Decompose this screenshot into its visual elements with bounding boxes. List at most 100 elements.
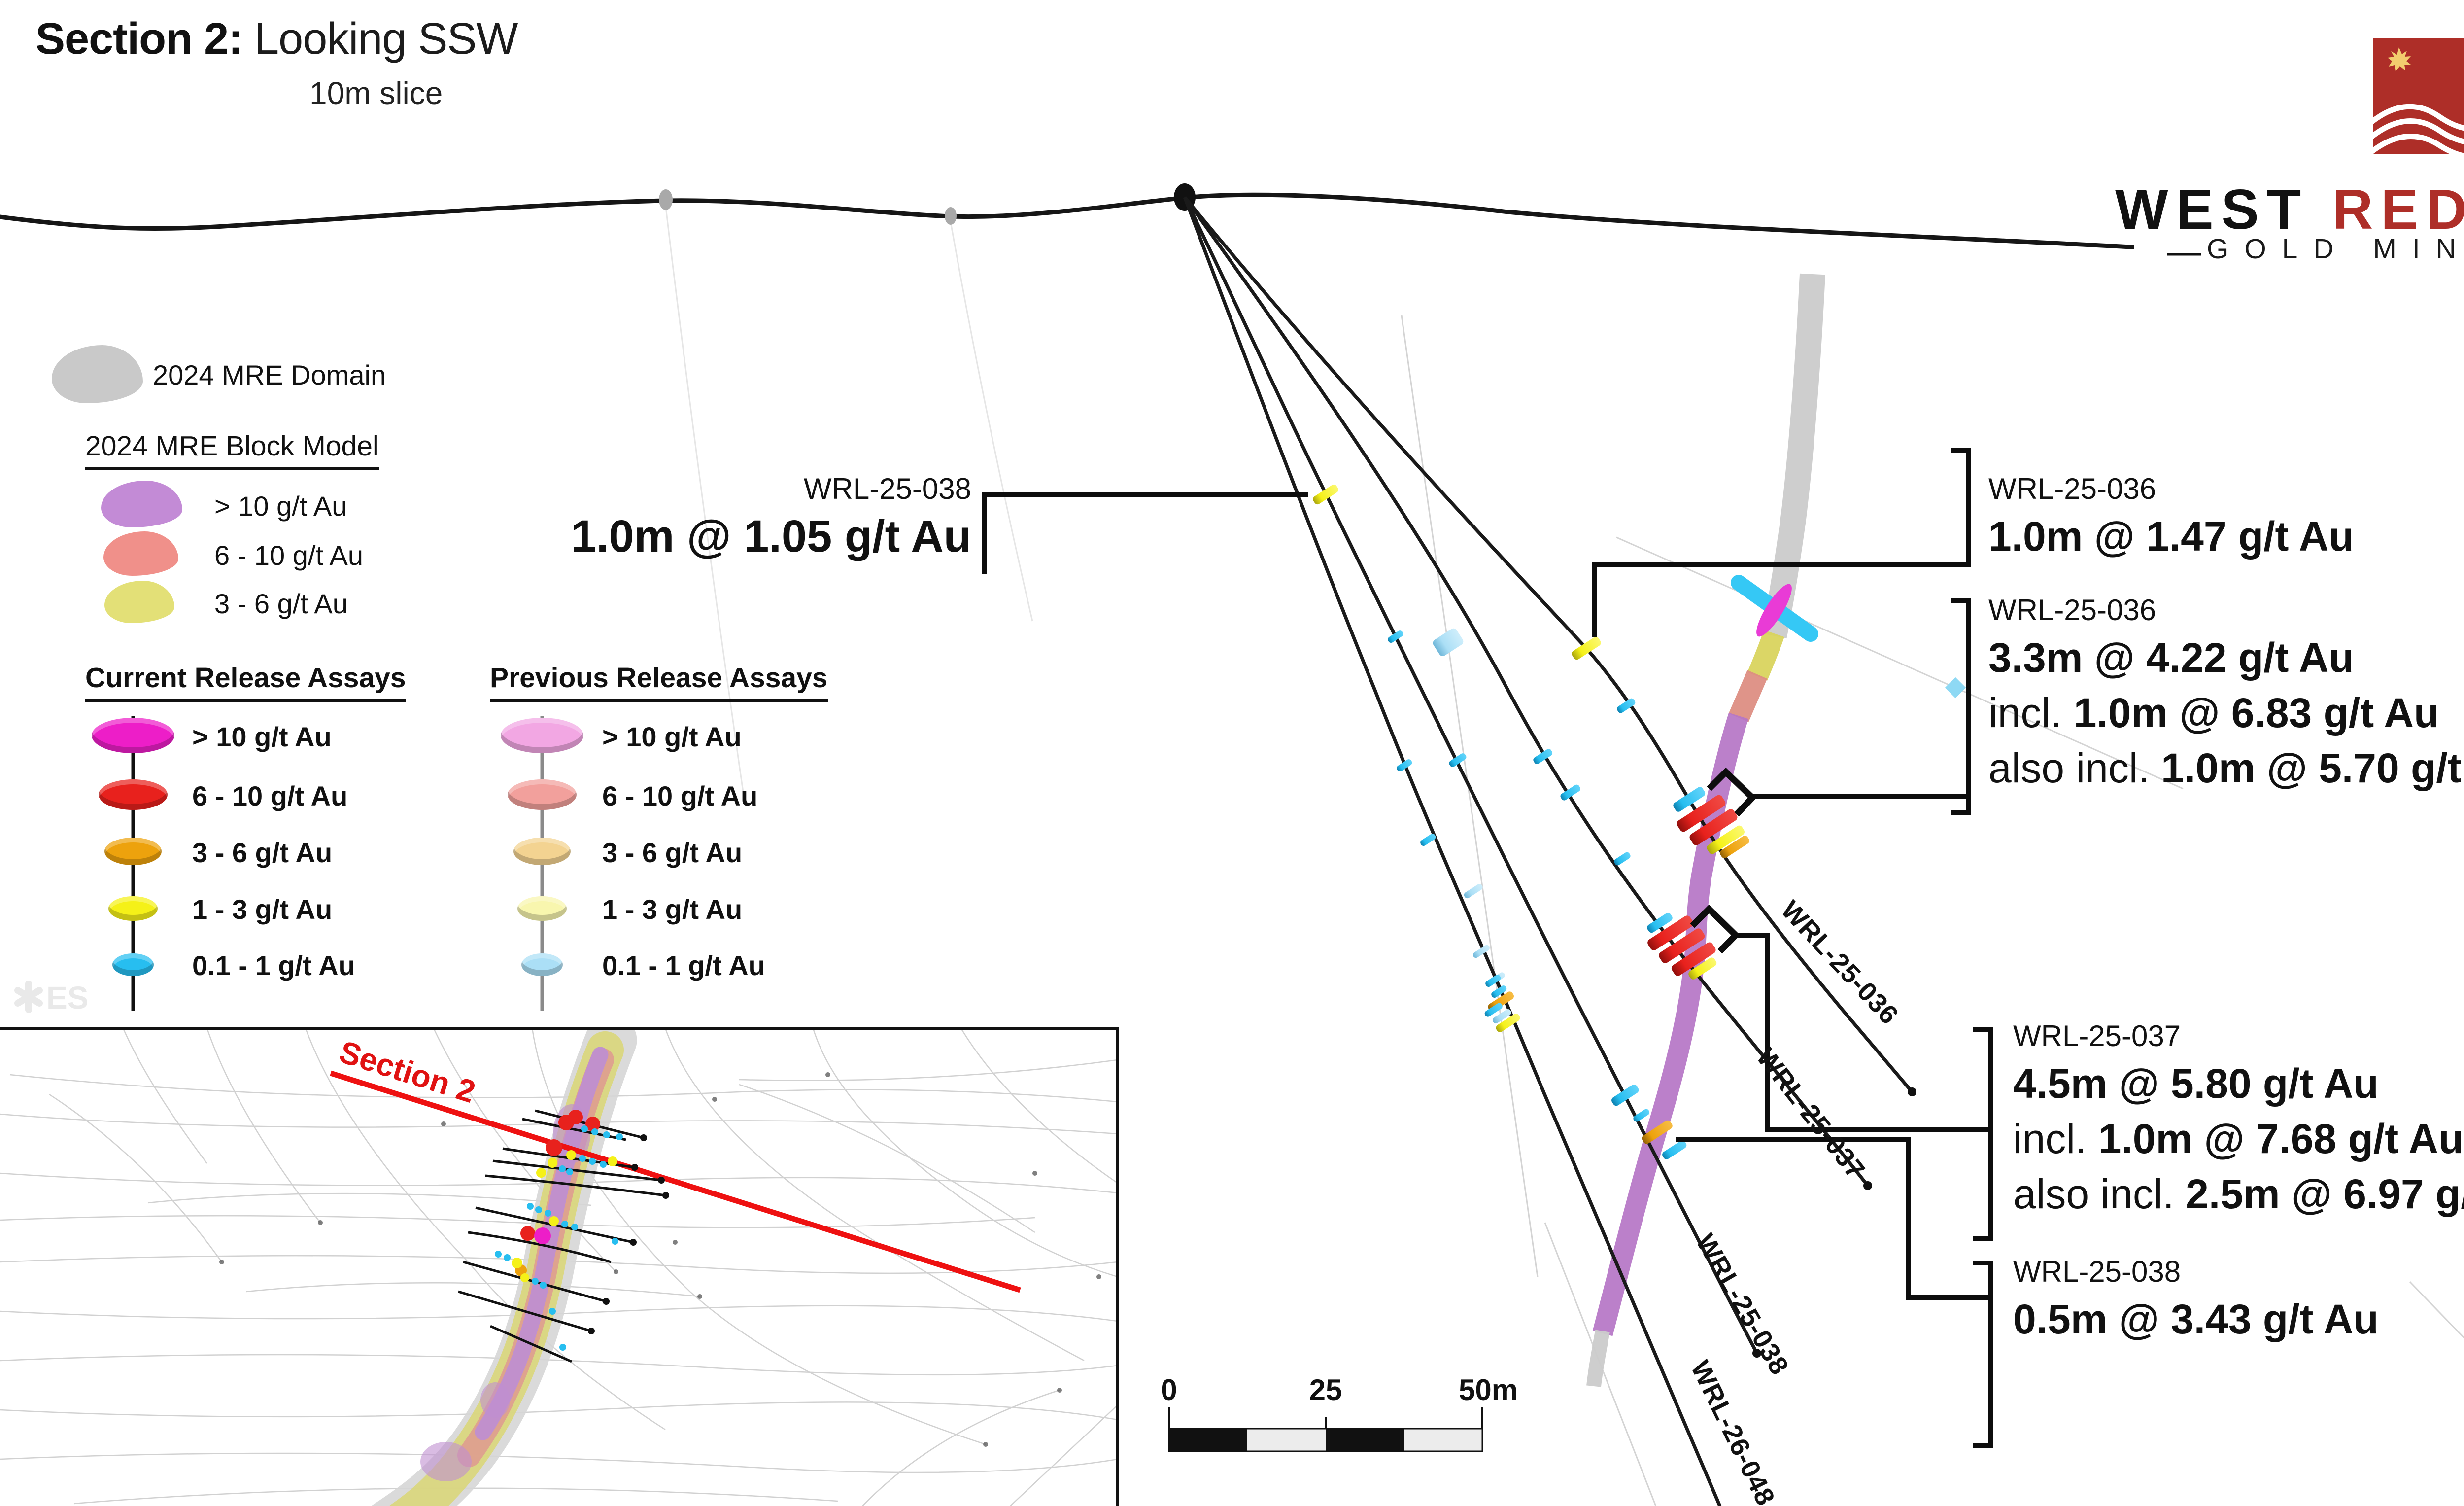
assay-disks [1313,484,1749,1159]
inset-faint-traces [0,1028,1118,1506]
faint-drill-traces [665,207,2464,1506]
page-subtitle: 10m slice [309,75,443,111]
block-swatch-3-6 [104,581,174,623]
drill-trace-wrl-25-037 [1183,196,1869,1187]
current-puck-1-3 [108,896,158,921]
trace-label-wrl-25-038: WRL-25-038 [1690,1229,1795,1380]
annotation-grade: 0.5m @ 3.43 g/t Au [2013,1296,2379,1342]
previous-assays-title: Previous Release Assays [490,662,828,702]
drill-traces [1183,196,1914,1506]
scale-bar: 0 25 50m [1161,1373,1518,1452]
logo [2134,38,2464,283]
scale-label-25: 25 [1309,1373,1342,1406]
title-section: Section 2: [35,14,243,64]
inset-map: Section 2 [0,1027,1119,1506]
previous-puck-3-6 [513,838,571,865]
logo-wordmark: WEST RED LAKE [2115,177,2464,242]
logo-west: WEST [2115,178,2332,241]
block-label-gt10: > 10 g/t Au [214,490,347,522]
annotation-hole-id: WRL-25-038 [803,472,971,505]
annotation-wrl-25-038-upper: WRL-25-038 1.0m @ 1.05 g/t Au [571,469,971,564]
annotation-wrl-25-036-main: WRL-25-036 3.3m @ 4.22 g/t Au incl. 1.0m… [1988,591,2464,796]
previous-puck-gt10 [501,718,583,753]
inset-trace-toes [588,1134,669,1334]
inset-section-line [330,1070,1021,1293]
previous-label-1-3: 1 - 3 g/t Au [602,894,743,925]
scale-label-0: 0 [1161,1373,1177,1406]
annotation-grade-also-incl: also incl. 1.0m @ 5.70 g/t Au [1988,745,2464,791]
current-label-6-10: 6 - 10 g/t Au [192,780,348,811]
inset-faint-toe-dots [219,1072,1101,1447]
block-model-title: 2024 MRE Block Model [85,430,379,470]
drill-trace-wrl-26-048 [1183,196,1722,1506]
block-swatch-gt10 [101,481,182,527]
high-grade-cross-marker [1731,575,1818,642]
annotation-grade-incl: incl. 1.0m @ 7.68 g/t Au [2013,1116,2464,1162]
current-puck-gt10 [92,718,174,753]
inset-assay-dots [495,1110,623,1351]
watermark-text: ES [46,980,88,1016]
previous-label-01-1: 0.1 - 1 g/t Au [602,950,765,981]
annotation-grade: 3.3m @ 4.22 g/t Au [1988,634,2354,681]
annotation-wrl-25-037: WRL-25-037 4.5m @ 5.80 g/t Au incl. 1.0m… [2013,1016,2464,1222]
bracket-a5 [1973,1261,1993,1448]
current-assays-title: Current Release Assays [85,662,406,702]
leader-a1 [982,492,1308,574]
drill-trace-wrl-25-036 [1183,196,1914,1093]
current-puck-01-1 [112,953,154,976]
annotation-wrl-25-036-first: WRL-25-036 1.0m @ 1.47 g/t Au [1988,469,2354,564]
trace-label-wrl-25-036: WRL-25-036 [1775,895,1904,1030]
annotation-grade: 1.0m @ 1.05 g/t Au [571,511,971,561]
leader-a4 [1737,933,1991,1132]
mre-domain-label: 2024 MRE Domain [153,359,386,390]
annotation-grade-also-incl: also incl. 2.5m @ 6.97 g/t Au [2013,1171,2464,1217]
topography-line [0,183,2179,252]
chevron-036 [1707,767,1757,817]
annotation-hole-id: WRL-25-036 [1988,594,2156,627]
maple-leaf-icon [2388,47,2411,71]
block-label-6-10: 6 - 10 g/t Au [214,540,363,571]
previous-label-6-10: 6 - 10 g/t Au [602,780,758,811]
drill-trace-wrl-25-038 [1183,196,1759,1354]
mre-domain-swatch [52,345,143,403]
annotation-grade: 4.5m @ 5.80 g/t Au [2013,1060,2379,1107]
previous-puck-01-1 [521,953,563,976]
scale-label-50m: 50m [1459,1373,1518,1406]
previous-label-gt10: > 10 g/t Au [602,721,742,752]
collar-dot-gray-2 [945,207,957,225]
current-label-gt10: > 10 g/t Au [192,721,332,752]
logo-tagline: GOLD MINES [2207,233,2464,265]
drill-trace-labels: WRL-25-036 WRL-25-037 WRL-25-038 WRL-26-… [1685,895,1904,1506]
inset-border [0,1027,1119,1506]
current-label-1-3: 1 - 3 g/t Au [192,894,333,925]
pale-cyan-diamond-marker [1945,677,1966,699]
current-label-3-6: 3 - 6 g/t Au [192,837,333,868]
annotation-grade: 1.0m @ 1.47 g/t Au [1988,513,2354,560]
previous-puck-6-10 [508,779,577,810]
bracket-a3 [1951,598,1971,815]
annotation-grade-incl: incl. 1.0m @ 6.83 g/t Au [1988,690,2439,736]
annotation-wrl-25-038-lower: WRL-25-038 0.5m @ 3.43 g/t Au [2013,1252,2379,1347]
chevron-037 [1690,904,1741,954]
current-puck-6-10 [99,779,168,810]
bracket-a4 [1973,1027,1993,1241]
title-looking: Looking SSW [242,14,518,64]
annotation-leaders [982,448,1993,1448]
leader-a5 [1676,1137,1991,1300]
drill-trace-toes [1752,1087,1916,1358]
current-label-01-1: 0.1 - 1 g/t Au [192,950,355,981]
watermark: ES [14,980,88,1016]
leader-a2 [1592,448,1971,637]
annotation-hole-id: WRL-25-037 [2013,1019,2181,1052]
annotation-hole-id: WRL-25-036 [1988,472,2156,505]
block-label-3-6: 3 - 6 g/t Au [214,588,348,619]
logo-red-word: RED [2332,178,2464,241]
current-puck-3-6 [104,838,162,865]
page-title: Section 2: Looking SSW [35,14,518,65]
trace-label-wrl-26-048: WRL-26-048 [1685,1356,1780,1506]
block-swatch-6-10 [103,531,178,576]
previous-label-3-6: 3 - 6 g/t Au [602,837,743,868]
previous-puck-1-3 [517,896,567,921]
